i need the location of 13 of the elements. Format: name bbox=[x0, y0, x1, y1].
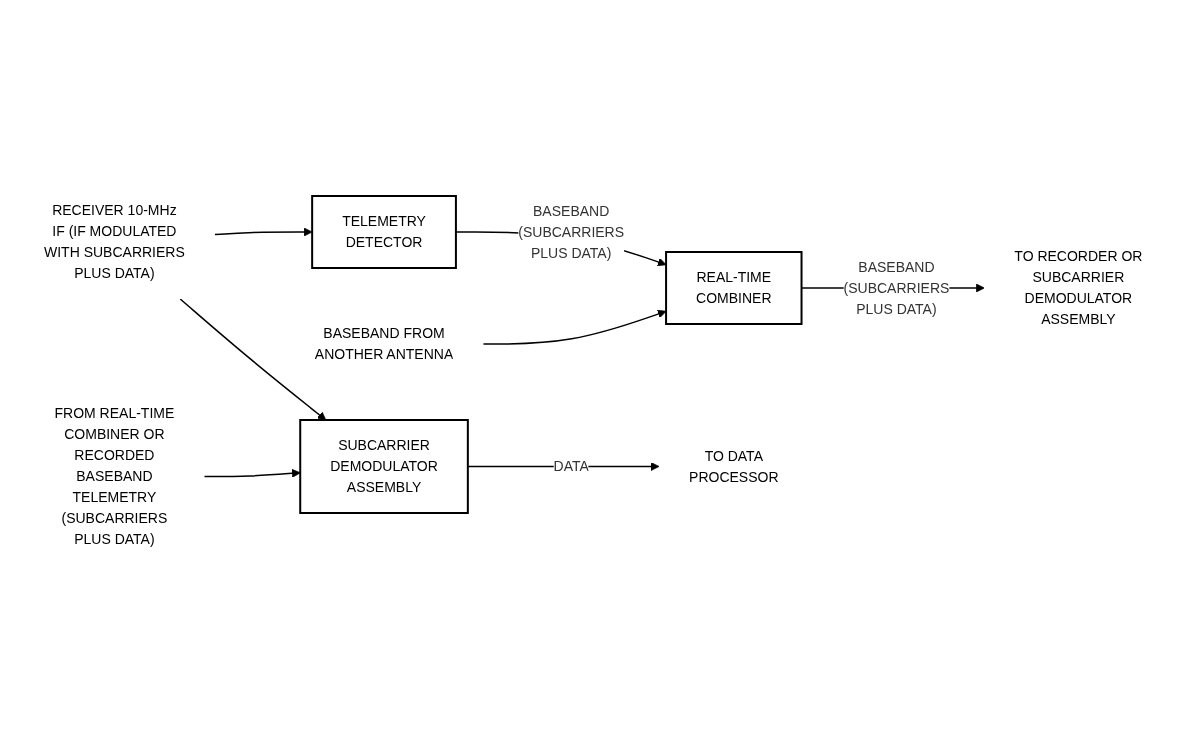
node-text: BASEBAND FROM ANOTHER ANTENNA bbox=[314, 324, 454, 362]
node-box: SUBCARRIER DEMODULATOR ASSEMBLY bbox=[299, 418, 469, 514]
node-text: TO RECORDER OR SUBCARRIER DEMODULATOR ASSEMBLY bbox=[1014, 247, 1143, 327]
edge-label: DATA bbox=[553, 457, 589, 474]
node-text: FROM REAL-TIME COMBINER OR RECORDED BASEBAND TELEMETRY (SUBCARRIERS PLUS DATA) bbox=[54, 404, 175, 547]
arrow bbox=[179, 297, 326, 420]
edge-label: BASEBAND (SUBCARRIERS PLUS DATA) bbox=[518, 202, 624, 260]
node-box: TELEMETRY DETECTOR bbox=[310, 194, 457, 269]
arrow bbox=[203, 468, 301, 478]
node-text: RECEIVER 10-MHz IF (IF MODULATED WITH SUBCARRIERS PLUS DATA) bbox=[43, 201, 185, 281]
edge-label: BASEBAND (SUBCARRIERS PLUS DATA) bbox=[843, 258, 950, 316]
node-box: REAL-TIME COMBINER bbox=[664, 250, 803, 325]
node-text: TO DATA PROCESSOR bbox=[688, 447, 779, 484]
